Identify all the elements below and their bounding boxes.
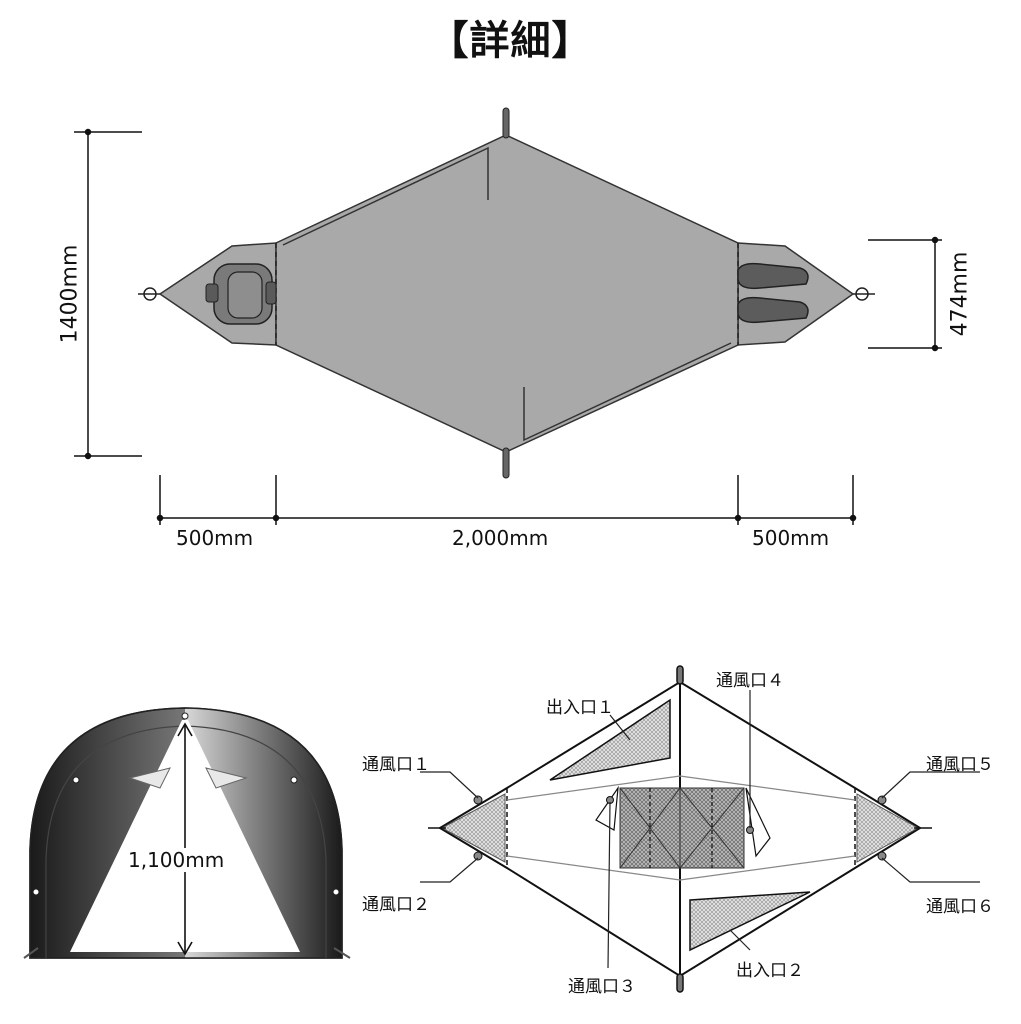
width-dimension xyxy=(74,128,142,460)
right-vestibule xyxy=(737,242,855,346)
vent-6-label: 通風口６ xyxy=(926,897,994,917)
length-dimension xyxy=(156,475,857,525)
tent-front-view xyxy=(23,707,351,959)
left-vestibule-label: 500mm xyxy=(176,526,254,550)
height-label: 1,100mm xyxy=(126,848,227,872)
vent-1-label: 通風口１ xyxy=(362,755,430,775)
vestibule-depth-dimension xyxy=(868,236,942,352)
vent-plan xyxy=(420,665,980,993)
inner-length-label: 2,000mm xyxy=(452,526,549,550)
boots-icon xyxy=(737,262,809,324)
tent-floor xyxy=(275,134,739,453)
vent-2-label: 通風口２ xyxy=(362,895,430,915)
stake-loop-left xyxy=(138,287,160,301)
pole-tip-top xyxy=(502,107,510,139)
page-title: 【詳細】 xyxy=(428,18,593,64)
tent-floor-plan xyxy=(74,107,942,525)
backpack-icon xyxy=(205,263,277,325)
vent-4-label: 通風口４ xyxy=(716,671,784,691)
pole-tip-bottom xyxy=(502,447,510,479)
vent-3-label: 通風口３ xyxy=(568,977,636,997)
vestibule-depth-label: 474mm xyxy=(947,251,973,337)
right-vestibule-label: 500mm xyxy=(752,526,830,550)
stake-loop-right xyxy=(853,287,875,301)
width-label: 1400mm xyxy=(57,244,83,344)
vent-5-label: 通風口５ xyxy=(926,755,994,775)
entrance-1-label: 出入口１ xyxy=(546,698,614,718)
entrance-2-label: 出入口２ xyxy=(736,961,804,981)
